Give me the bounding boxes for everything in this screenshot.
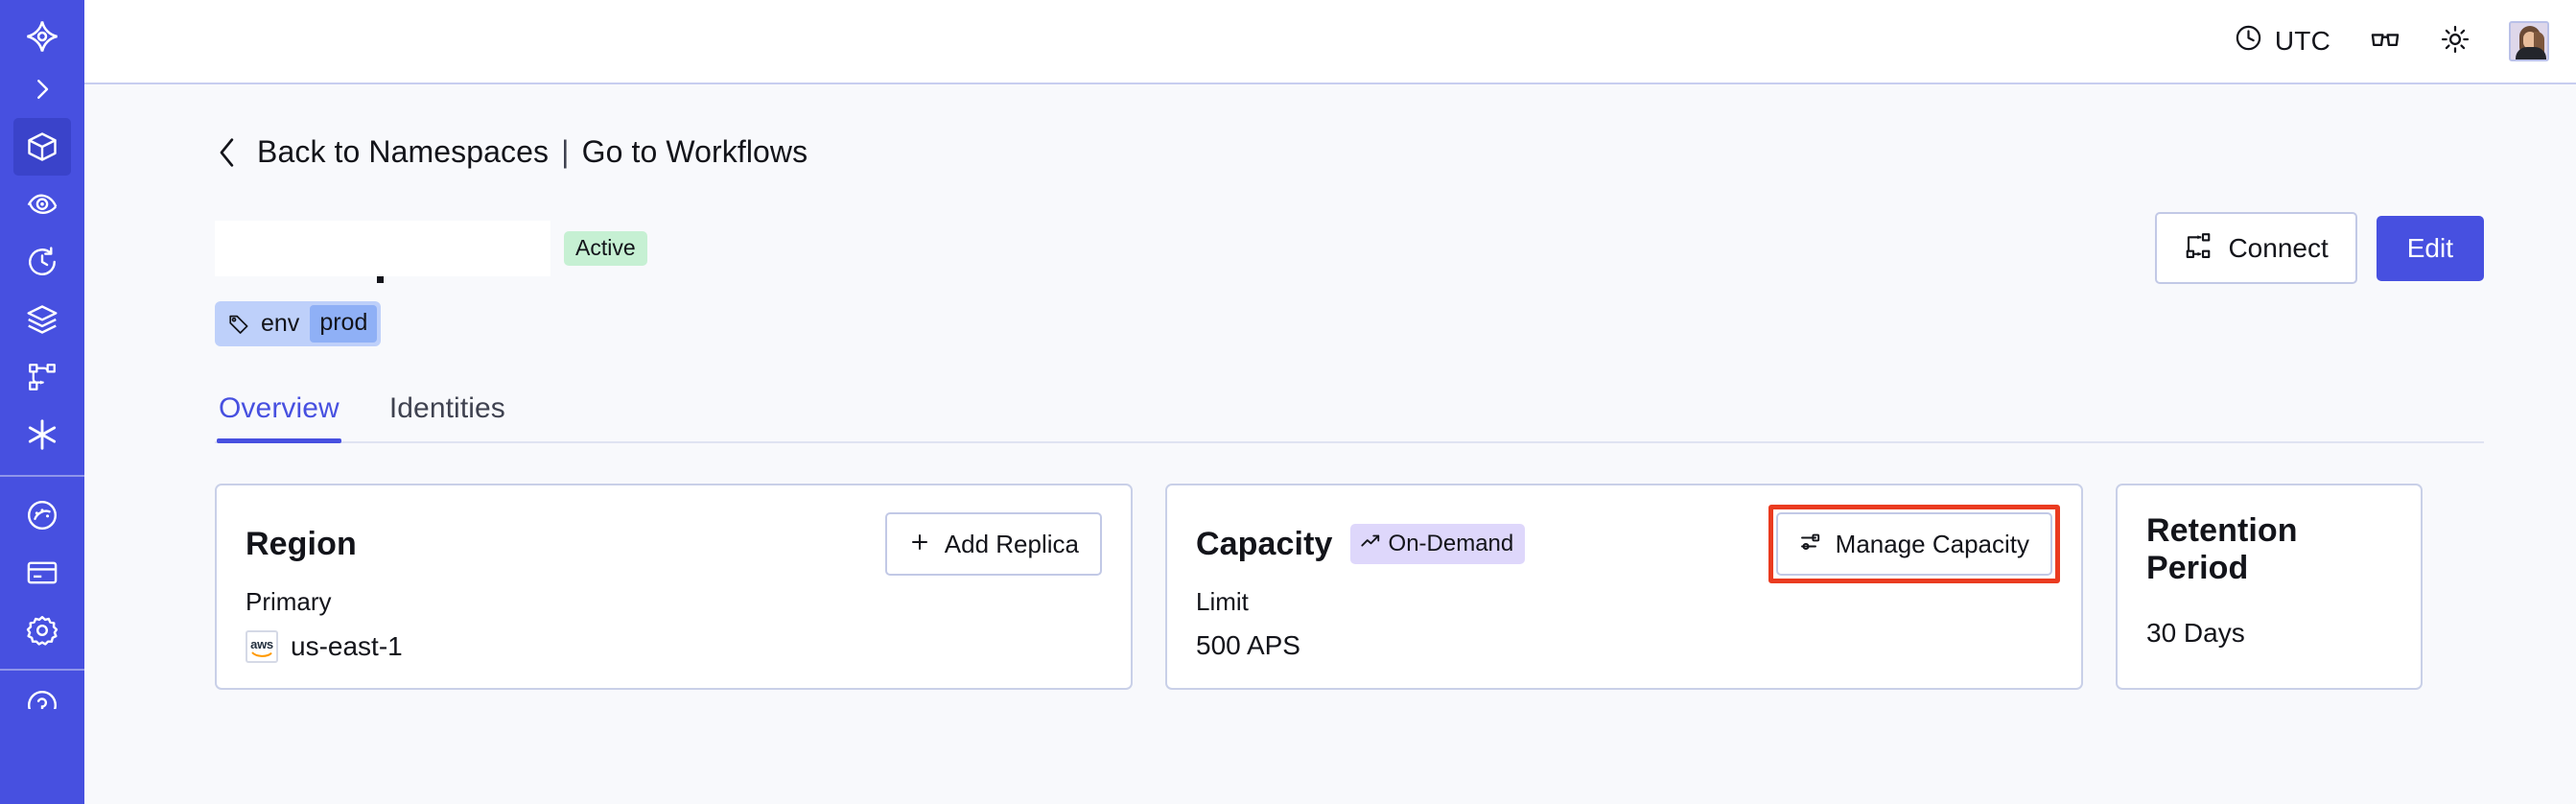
theme-toggle-button[interactable] <box>2440 24 2471 59</box>
card-region-title: Region <box>246 525 357 562</box>
sidebar-item-schedules[interactable] <box>13 233 71 291</box>
sidebar-item-layers[interactable] <box>13 291 71 348</box>
tag-pill-env[interactable]: env prod <box>215 301 382 346</box>
edit-button-label: Edit <box>2406 232 2453 263</box>
card-capacity: Capacity On-Demand <box>1165 484 2083 690</box>
temporal-logo-icon <box>24 18 60 55</box>
card-retention-header: Retention Period <box>2146 512 2392 587</box>
manage-capacity-label: Manage Capacity <box>1835 530 2029 558</box>
sidebar-item-logo[interactable] <box>13 9 71 64</box>
card-region-value: us-east-1 <box>291 631 403 661</box>
timezone-selector[interactable]: UTC <box>2234 23 2330 59</box>
manage-capacity-button[interactable]: Manage Capacity <box>1775 512 2052 576</box>
go-to-workflows-link[interactable]: Go to Workflows <box>581 134 808 169</box>
sidebar-item-observability[interactable] <box>13 176 71 233</box>
card-capacity-value: 500 APS <box>1196 630 1300 660</box>
tab-identities[interactable]: Identities <box>388 392 505 424</box>
back-to-namespaces-link[interactable]: Back to Namespaces <box>257 134 550 169</box>
page-content: Back to Namespaces | Go to Workflows Act… <box>84 84 2576 690</box>
clock-icon <box>2234 23 2263 59</box>
eye-icon <box>25 187 59 222</box>
sidebar-item-workflows[interactable] <box>13 348 71 406</box>
asterisk-icon <box>24 416 60 453</box>
card-region: Region Add Replica <box>215 484 1133 690</box>
avatar-face <box>2523 32 2537 49</box>
tab-overview[interactable]: Overview <box>217 392 341 443</box>
page-title <box>215 220 550 283</box>
card-region-header: Region Add Replica <box>246 512 1102 576</box>
card-region-actions: Add Replica <box>884 512 1102 576</box>
breadcrumb-separator: | <box>561 134 570 169</box>
tag-value: prod <box>310 305 378 343</box>
on-demand-badge-label: On-Demand <box>1388 530 1514 556</box>
primary-sidebar <box>0 0 84 804</box>
gauge-icon <box>25 498 59 532</box>
trending-up-icon <box>1360 531 1381 556</box>
timezone-label: UTC <box>2274 26 2330 56</box>
sidebar-item-usage[interactable] <box>13 486 71 544</box>
top-bar: UTC <box>84 0 2576 84</box>
reading-mode-button[interactable] <box>2369 23 2401 60</box>
status-badge: Active <box>564 230 647 266</box>
sidebar-divider-2 <box>0 669 84 671</box>
sidebar-item-billing[interactable] <box>13 544 71 602</box>
sidebar-bottom-group <box>13 676 71 709</box>
avatar-hair <box>2534 32 2544 59</box>
help-circle-icon <box>25 688 59 709</box>
aws-wordmark: aws <box>250 636 273 651</box>
card-capacity-actions: Manage Capacity <box>1775 512 2052 576</box>
sidebar-item-help[interactable] <box>13 676 71 709</box>
breadcrumb-links: Back to Namespaces | Go to Workflows <box>257 134 808 170</box>
card-retention-value: 30 Days <box>2146 618 2245 648</box>
header-actions: Connect Edit <box>2155 212 2484 284</box>
card-region-label: Primary <box>246 587 332 616</box>
sidebar-item-namespaces[interactable] <box>13 118 71 176</box>
namespace-header: Active <box>215 212 2484 284</box>
add-replica-label: Add Replica <box>944 530 1079 558</box>
connect-nodes-icon <box>2184 231 2213 265</box>
namespace-tags: env prod <box>215 301 2484 346</box>
workflow-graph-icon <box>26 361 59 393</box>
sidebar-divider-1 <box>0 475 84 477</box>
card-region-value-row: aws us-east-1 <box>246 630 1102 663</box>
layers-icon <box>25 302 59 337</box>
clock-rewind-icon <box>25 245 59 279</box>
tag-icon <box>227 313 250 336</box>
main-region: UTC <box>84 0 2576 804</box>
card-capacity-label: Limit <box>1196 587 1249 616</box>
card-capacity-title: Capacity <box>1196 525 1333 562</box>
sidebar-expand-toggle[interactable] <box>13 64 71 114</box>
top-bar-actions: UTC <box>2234 21 2549 61</box>
sidebar-item-settings[interactable] <box>13 602 71 659</box>
chevron-left-icon[interactable] <box>215 136 240 169</box>
edit-button[interactable]: Edit <box>2376 215 2484 281</box>
sliders-icon <box>1799 531 1822 557</box>
cube-icon <box>25 130 59 164</box>
breadcrumb: Back to Namespaces | Go to Workflows <box>215 134 2484 170</box>
plus-icon <box>908 531 931 557</box>
title-descender-mark <box>377 275 384 283</box>
tag-key: env <box>261 310 300 337</box>
chevron-right-icon <box>28 75 57 104</box>
sun-icon <box>2440 24 2471 59</box>
reading-glasses-icon <box>2369 23 2401 60</box>
gear-icon <box>25 613 59 648</box>
aws-logo-icon: aws <box>246 630 278 663</box>
overview-cards: Region Add Replica <box>215 484 2484 690</box>
card-retention-period: Retention Period 30 Days <box>2116 484 2423 690</box>
connect-button[interactable]: Connect <box>2155 212 2357 284</box>
card-capacity-header: Capacity On-Demand <box>1196 512 2052 576</box>
page-canvas: Back to Namespaces | Go to Workflows Act… <box>84 84 2576 804</box>
sidebar-item-nexus[interactable] <box>13 406 71 463</box>
connect-button-label: Connect <box>2228 232 2329 263</box>
add-replica-button[interactable]: Add Replica <box>884 512 1102 576</box>
avatar-body <box>2516 47 2546 59</box>
on-demand-badge: On-Demand <box>1349 524 1526 564</box>
credit-card-icon <box>25 556 59 590</box>
avatar[interactable] <box>2509 21 2549 61</box>
tab-bar: Overview Identities <box>215 392 2484 443</box>
card-retention-title: Retention Period <box>2146 512 2298 586</box>
